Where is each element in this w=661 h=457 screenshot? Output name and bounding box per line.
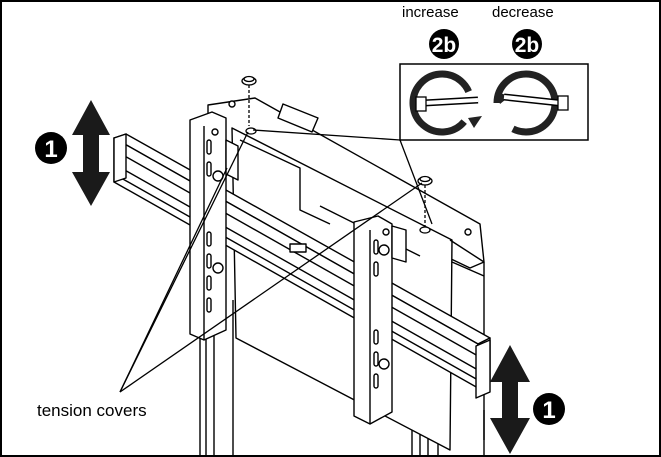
rail-end-right	[475, 339, 491, 399]
step-2b-badge-increase: 2b	[429, 29, 459, 59]
left-arm-slots	[206, 139, 212, 313]
step-1-text: 1	[542, 397, 555, 424]
step-2b-text: 2b	[432, 34, 457, 57]
top-hood	[277, 103, 319, 133]
tension-covers-label: tension covers	[37, 401, 147, 420]
left-arm	[189, 111, 227, 341]
decrease-rotation-icon	[493, 70, 569, 136]
mount-illustration	[113, 97, 491, 457]
step-1-badge-right: 1	[533, 393, 565, 425]
tension-screw-left	[241, 75, 257, 135]
vertical-adjust-arrow-left	[72, 100, 110, 206]
rail-end-left	[113, 133, 127, 183]
right-arm-slots	[373, 239, 379, 389]
step-1-text: 1	[44, 136, 57, 163]
decrease-label: decrease	[492, 4, 554, 21]
vertical-adjust-arrow-right	[490, 345, 530, 454]
step-1-badge-left: 1	[35, 132, 67, 164]
callout-leaders	[119, 129, 433, 393]
tension-screw-right	[417, 175, 433, 234]
step-2b-text: 2b	[515, 34, 540, 57]
right-arm	[353, 215, 393, 425]
increase-label: increase	[402, 4, 459, 21]
step-2b-badge-decrease: 2b	[512, 29, 542, 59]
